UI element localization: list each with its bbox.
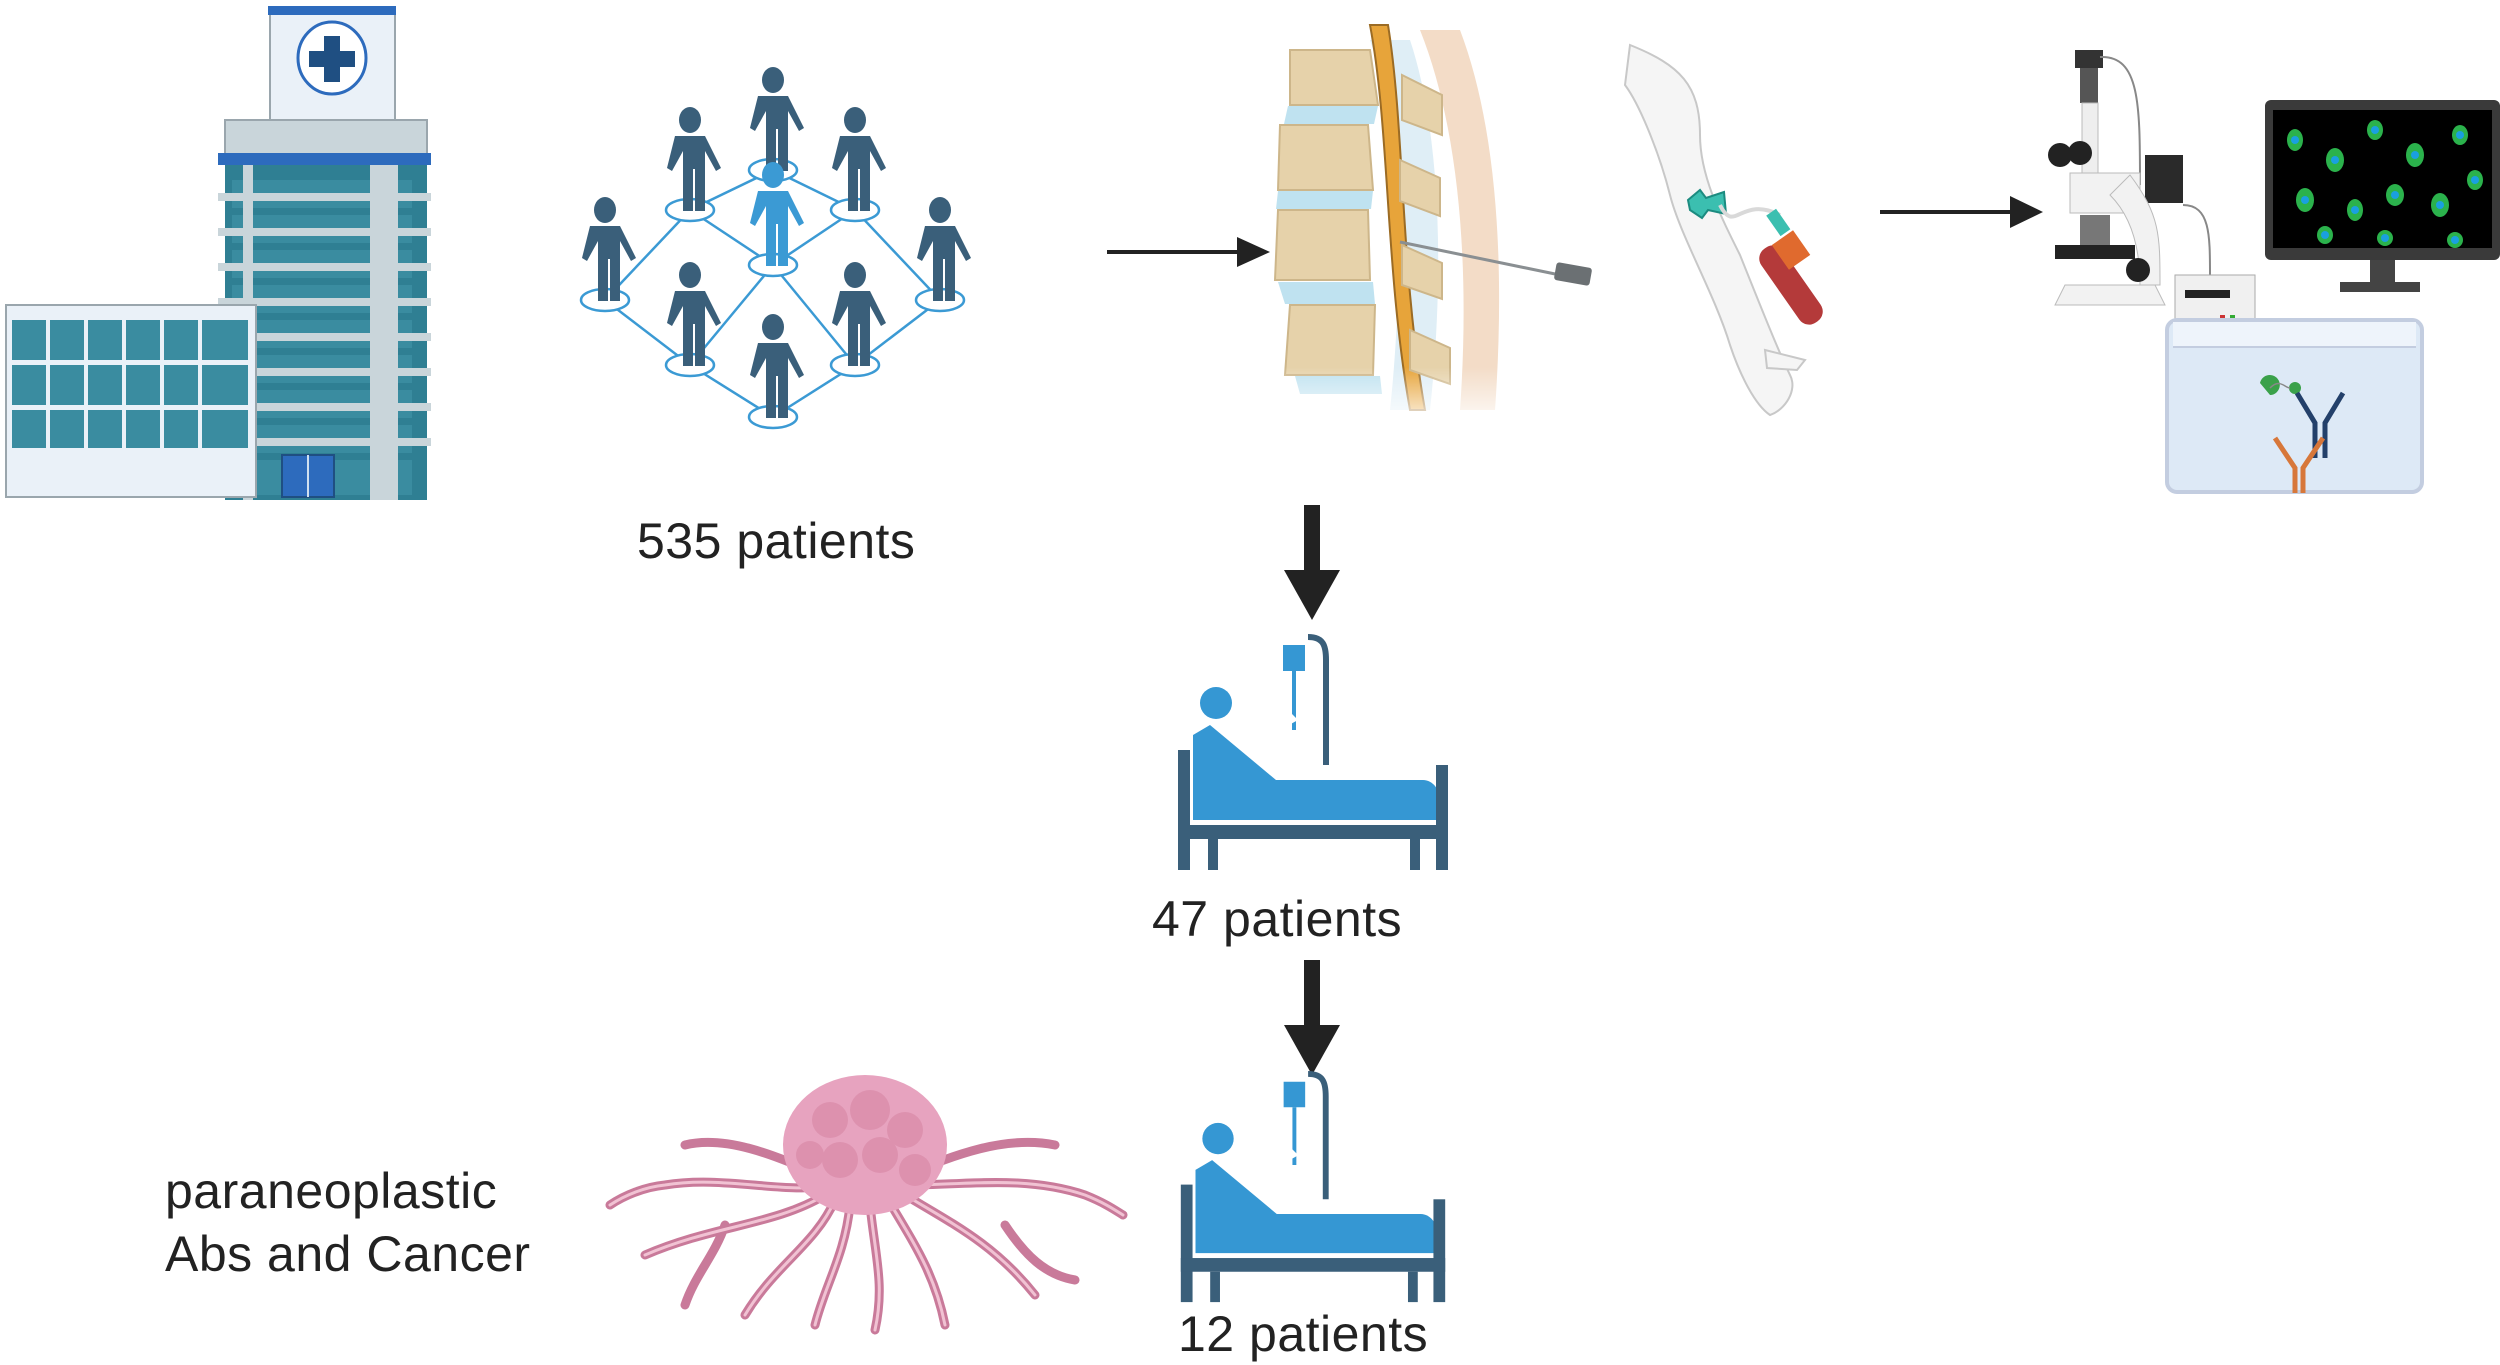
hospital-bed-icon [1180,1071,1446,1303]
positive-count-label: 47 patients [1152,891,1403,947]
hospital-bed-icon [1178,634,1448,870]
arrow-down-icon [1284,960,1340,1075]
lumbar-puncture-icon [1230,10,1630,430]
microscope-icon [2048,50,2256,331]
cancer-note-line1: paraneoplastic [165,1163,498,1219]
cohort-count-label: 535 patients [637,513,916,569]
arrow-down-icon [1284,505,1340,620]
cancer-note-line2: Abs and Cancer [165,1226,531,1282]
arrow-right-icon [1880,196,2043,228]
blood-draw-icon [1623,43,1823,417]
hospital-icon [5,6,431,500]
people-network-icon [579,67,971,430]
antibody-assay-icon [2165,318,2424,494]
cancer-count-label: 12 patients [1178,1306,1429,1362]
monitor-fluorescence-icon [2265,100,2500,292]
tumor-icon [605,1075,1128,1335]
